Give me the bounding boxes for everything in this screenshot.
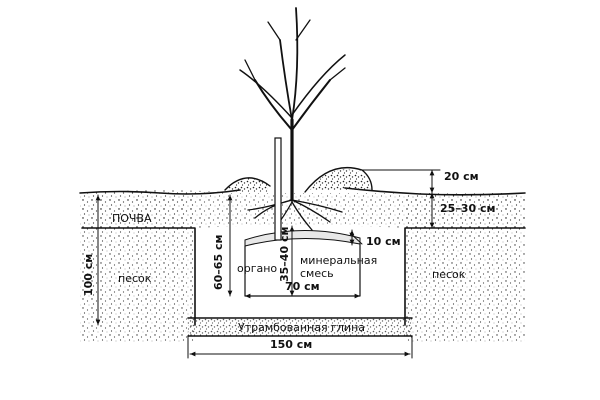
label-clay: Утрамбованная глина — [238, 321, 365, 334]
dim-hole-width: 150 см — [270, 338, 312, 351]
dim-stake-depth: 60–65 см — [212, 235, 225, 290]
dimension-lines — [95, 169, 441, 359]
clay-layer — [188, 318, 412, 336]
dim-root-gap: 10 см — [366, 235, 401, 248]
support-stake — [274, 137, 282, 241]
soil-mounds — [224, 166, 373, 193]
pit-left-wall — [81, 227, 196, 326]
ground-surface — [79, 187, 526, 196]
tree — [239, 7, 346, 241]
label-organic: органо — [237, 262, 277, 275]
label-sand-right: песок — [432, 268, 466, 281]
label-mineral: минеральная — [300, 254, 377, 267]
dim-topsoil-depth: 25–30 см — [440, 202, 495, 215]
planting-pit — [81, 225, 526, 337]
mound-left — [228, 178, 268, 192]
dim-inner-width: 70 см — [285, 280, 320, 293]
label-mixture: смесь — [300, 267, 334, 280]
pit-right-wall — [404, 227, 526, 326]
labels: ПОЧВА песок песок органо минеральная сме… — [82, 170, 495, 351]
label-sand-left: песок — [118, 272, 152, 285]
ground-topsoil — [80, 193, 525, 228]
dim-hole-depth: 100 см — [82, 254, 95, 296]
mound-right — [310, 169, 371, 190]
dim-inner-depth: 35–40 см — [278, 227, 291, 282]
label-soil: ПОЧВА — [112, 212, 152, 225]
dim-mound-height: 20 см — [444, 170, 479, 183]
